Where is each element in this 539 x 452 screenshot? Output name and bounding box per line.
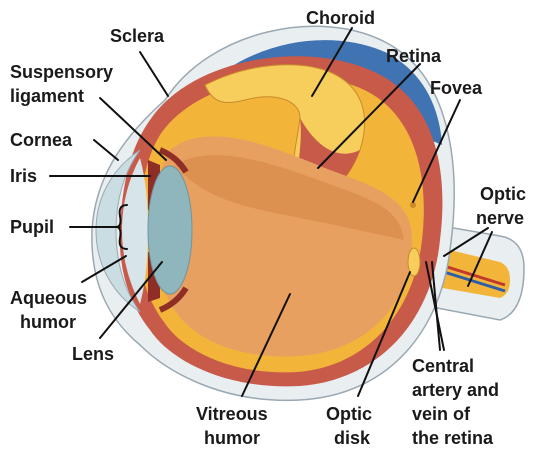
label-suspensory-1: Suspensory [10,62,113,82]
label-optic-disk-1: Optic [326,404,372,424]
label-central-1: Central [412,356,474,376]
label-cornea: Cornea [10,130,73,150]
label-sclera: Sclera [110,26,165,46]
label-optic-nerve-2: nerve [476,208,524,228]
label-vitreous-1: Vitreous [196,404,268,424]
label-fovea: Fovea [430,78,483,98]
label-vitreous-2: humor [204,428,260,448]
label-pupil: Pupil [10,217,54,237]
label-retina: Retina [386,46,442,66]
lens [148,166,192,294]
label-optic-nerve-1: Optic [480,184,526,204]
label-lens: Lens [72,344,114,364]
label-iris: Iris [10,166,37,186]
label-central-3: vein of [412,404,471,424]
cornea-leader [94,140,118,160]
label-optic-disk-2: disk [334,428,371,448]
sclera-leader [140,52,168,96]
label-choroid: Choroid [306,8,375,28]
label-central-4: the retina [412,428,494,448]
label-suspensory-2: ligament [10,86,84,106]
label-aqueous-1: Aqueous [10,288,87,308]
label-aqueous-2: humor [20,312,76,332]
label-central-2: artery and [412,380,499,400]
